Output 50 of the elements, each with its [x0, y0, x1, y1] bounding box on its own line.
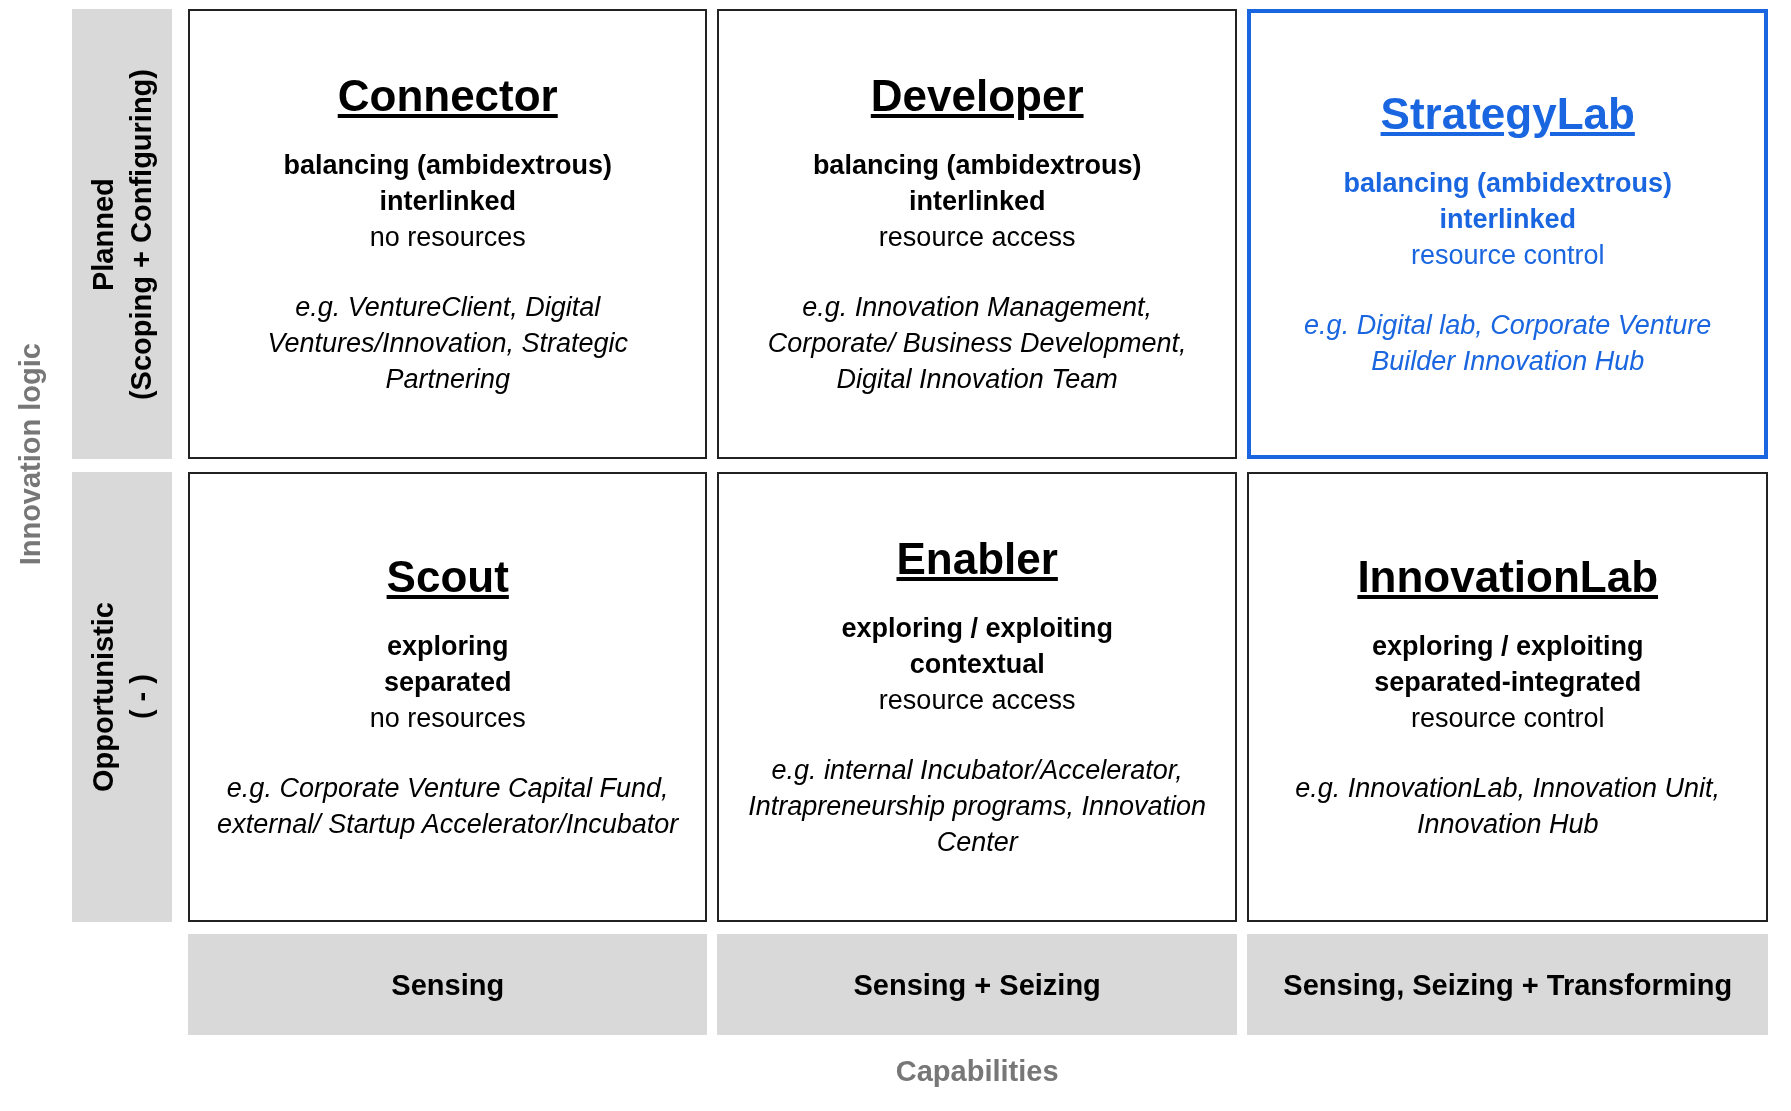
resource-text: resource control — [1410, 239, 1605, 273]
column-header-band — [717, 934, 1237, 1035]
example-text: e.g. internal Incubator/Accelerator, Intrapreneurship programs, Innovation Center — [747, 753, 1208, 859]
attribute-text: balancing (ambidextrous) — [1343, 167, 1672, 201]
header-text: Sensing + Seizing — [853, 967, 1101, 1003]
column-header-band — [1247, 934, 1769, 1035]
resource-text: resource access — [878, 683, 1076, 717]
row-header-band — [71, 9, 173, 460]
example-text: e.g. InnovationLab, Innovation Unit, Innovation Hub — [1294, 771, 1722, 841]
cell-title: Connector — [337, 71, 558, 122]
matrix-cell — [188, 471, 707, 922]
cell-title: Developer — [870, 71, 1084, 122]
attribute-text: exploring / exploiting — [1371, 629, 1644, 663]
axis-title: Capabilities — [894, 1055, 1060, 1089]
cell-title: Enabler — [896, 533, 1058, 584]
attribute-text: balancing (ambidextrous) — [812, 149, 1142, 183]
resource-text: no resources — [369, 701, 526, 735]
header-text: ( - ) — [124, 673, 159, 722]
resource-text: no resources — [369, 221, 526, 255]
column-header-band — [188, 934, 707, 1035]
matrix-cell — [717, 9, 1237, 460]
example-text: e.g. Digital lab, Corporate Venture Builder Innovation Hub — [1303, 309, 1713, 379]
header-text: Planned — [86, 176, 121, 293]
attribute-text: interlinked — [1439, 203, 1576, 237]
axis-title: Innovation logic — [13, 342, 47, 565]
row-header-band — [71, 471, 173, 922]
attribute-text: separated-integrated — [1374, 665, 1642, 699]
example-text: e.g. Innovation Management, Corporate/ Business Development, Digital Innovation Team — [766, 291, 1188, 397]
header-text: Sensing — [391, 967, 505, 1003]
resource-text: resource control — [1410, 701, 1605, 735]
header-text: Sensing, Seizing + Transforming — [1283, 967, 1733, 1003]
attribute-text: interlinked — [379, 185, 516, 219]
cell-title: StrategyLab — [1380, 89, 1635, 140]
example-text: e.g. VentureClient, Digital Ventures/Innovation, Strategic Partnering — [266, 291, 630, 397]
attribute-text: interlinked — [908, 185, 1046, 219]
matrix-cell — [188, 9, 707, 460]
matrix-cell — [1247, 471, 1769, 922]
attribute-text: separated — [383, 665, 512, 699]
matrix-cell — [717, 471, 1237, 922]
header-text: (Scoping + Configuring) — [124, 68, 159, 400]
example-text: e.g. Corporate Venture Capital Fund, external/ Startup Accelerator/Incubator — [216, 771, 680, 841]
attribute-text: exploring — [386, 629, 509, 663]
attribute-text: balancing (ambidextrous) — [283, 149, 612, 183]
cell-title: InnovationLab — [1357, 551, 1659, 602]
resource-text: resource access — [878, 221, 1076, 255]
matrix-cell — [1247, 9, 1769, 460]
attribute-text: exploring / exploiting — [841, 611, 1113, 645]
attribute-text: contextual — [909, 647, 1045, 681]
cell-title: Scout — [386, 551, 509, 602]
header-text: Opportunistic — [86, 601, 121, 792]
